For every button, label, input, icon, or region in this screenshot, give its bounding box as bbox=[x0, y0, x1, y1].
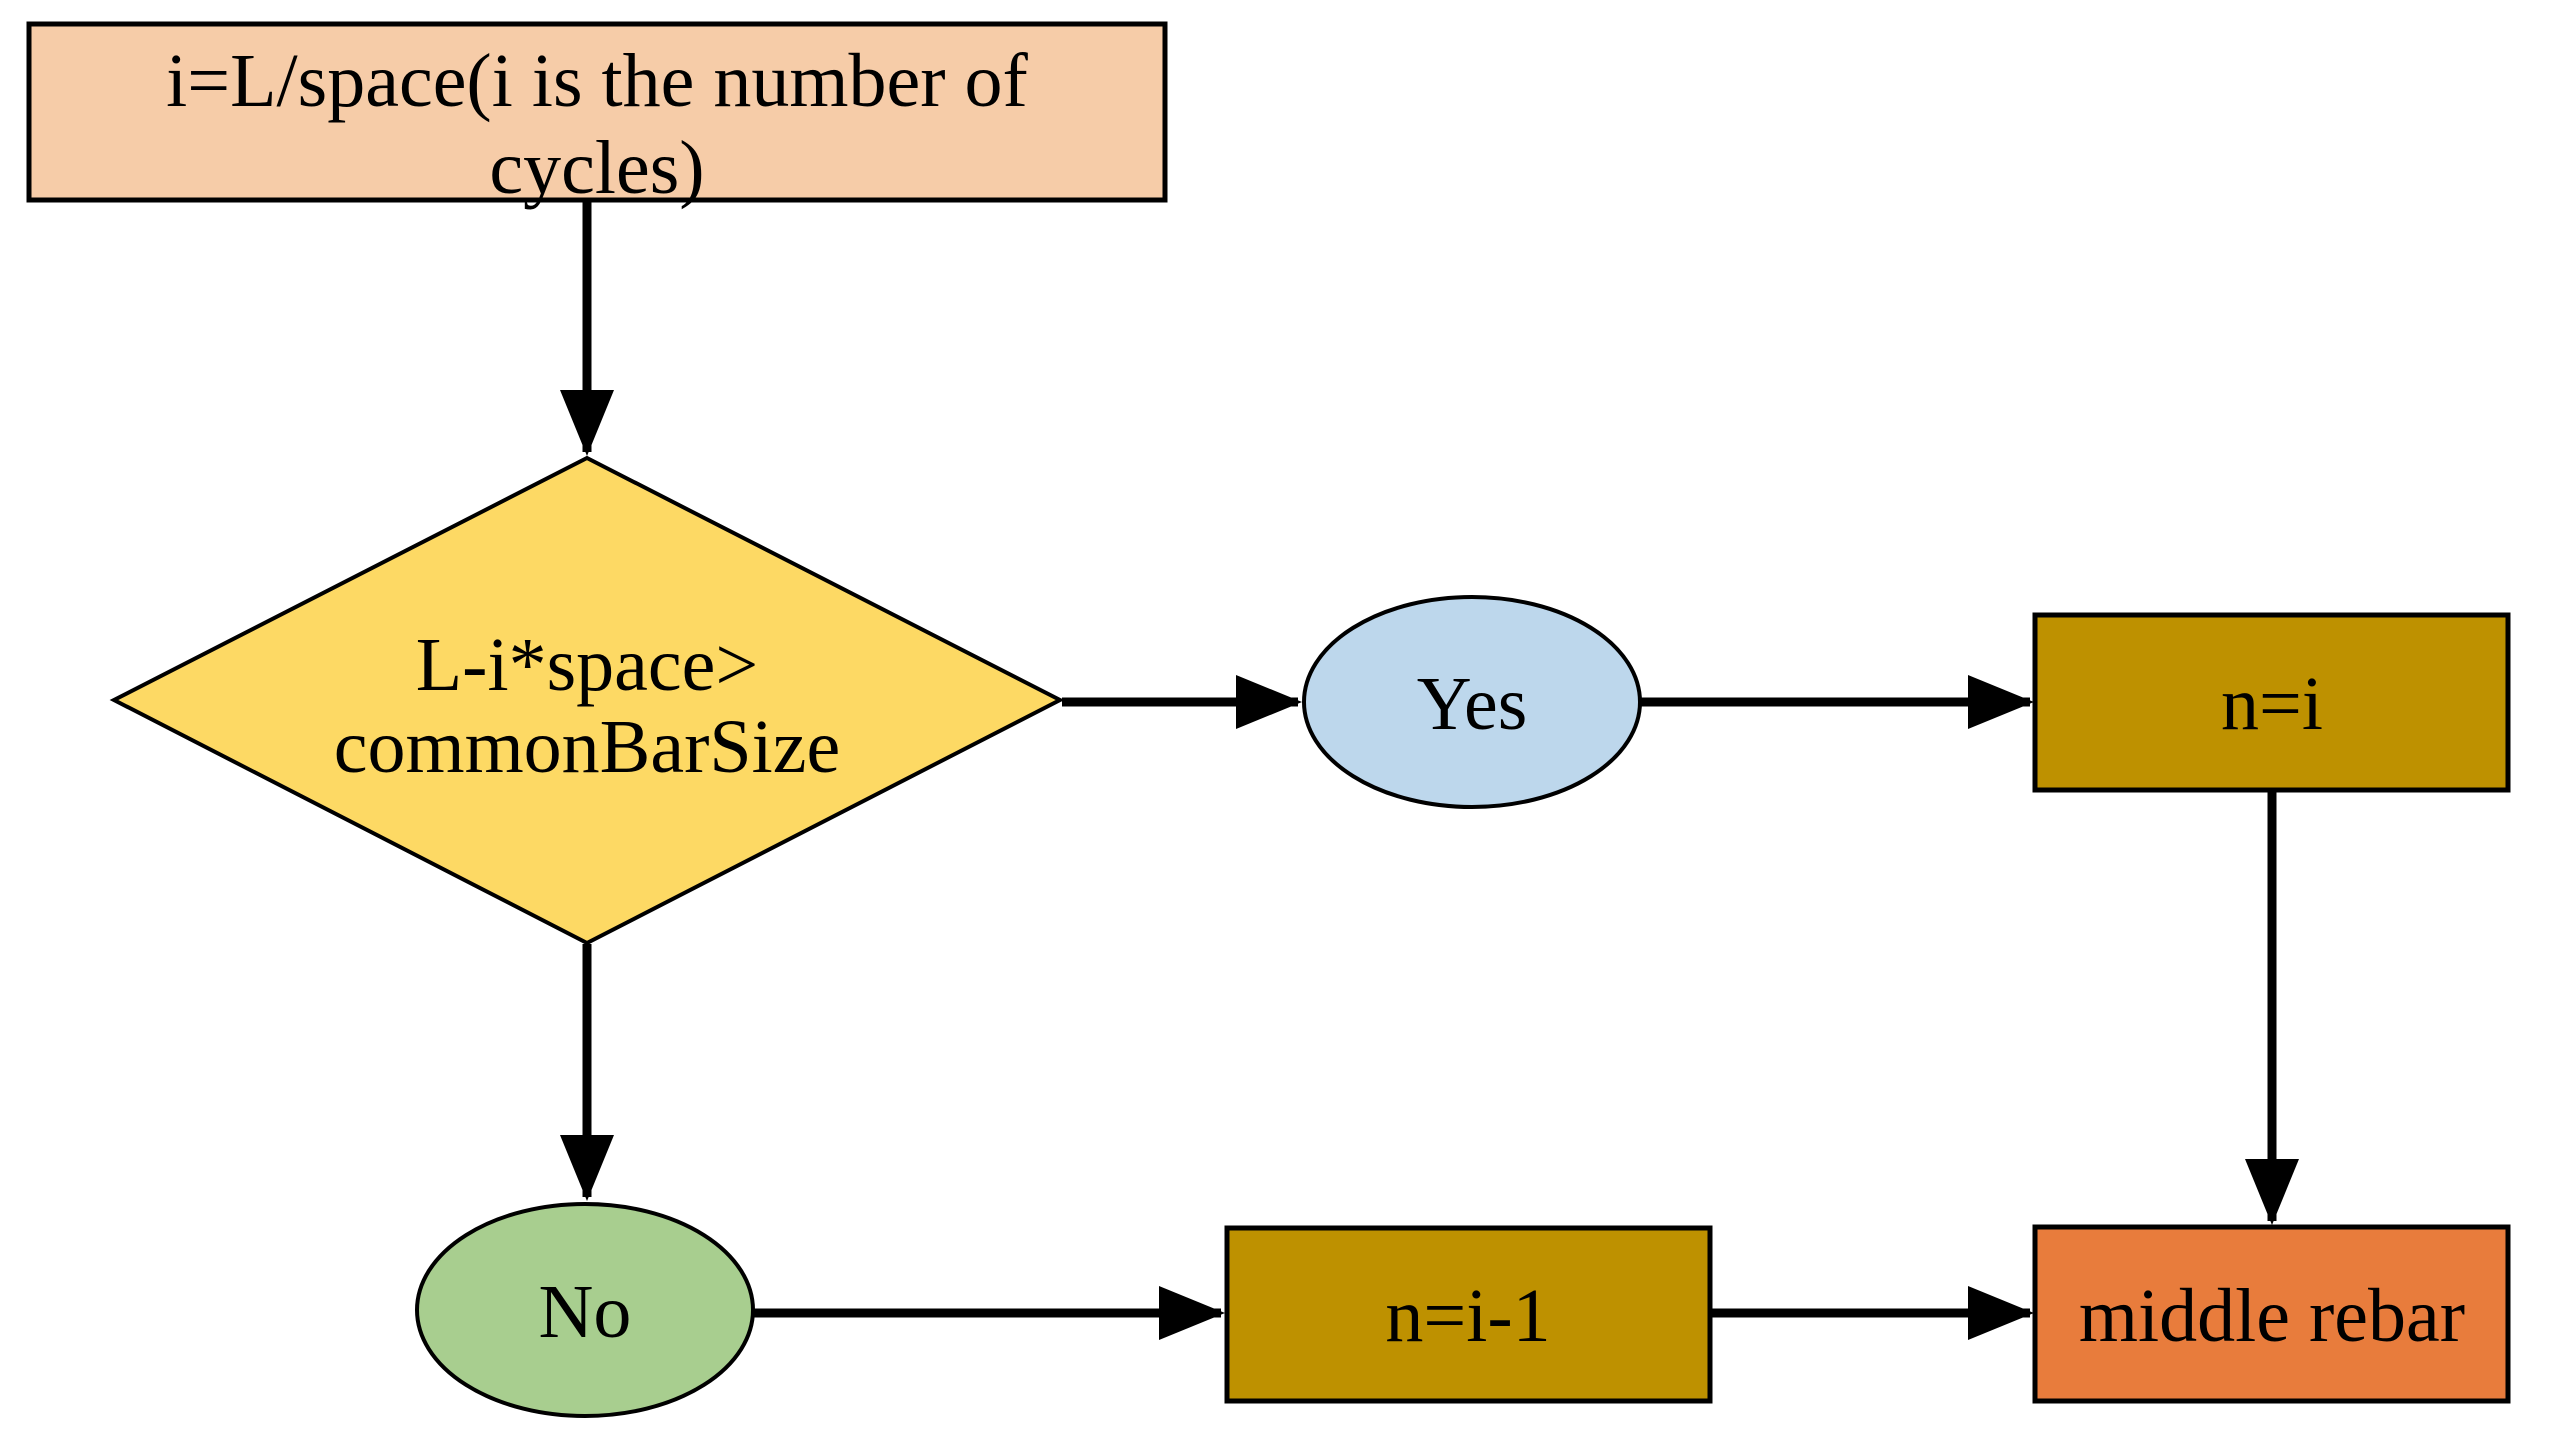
middle-rebar-node: middle rebar bbox=[2032, 1224, 2511, 1404]
decision-node-label-line1: L-i*space> bbox=[416, 623, 758, 707]
no-node-shape bbox=[415, 1202, 755, 1418]
yes-node: Yes bbox=[1302, 595, 1642, 809]
no-node: No bbox=[415, 1202, 755, 1418]
n-eq-i-node-shape bbox=[2032, 612, 2511, 793]
start-node-label-line2: cycles) bbox=[489, 126, 704, 210]
n-eq-i-minus-1-node: n=i-1 bbox=[1224, 1225, 1713, 1404]
flow-arrows bbox=[560, 200, 2299, 1340]
start-node-label-line1: i=L/space(i is the number of bbox=[166, 39, 1028, 123]
decision-node-shape bbox=[109, 455, 1065, 946]
decision-node-label-line2: commonBarSize bbox=[334, 705, 841, 789]
yes-node-label: Yes bbox=[1417, 662, 1528, 746]
n-eq-i-node-label: n=i bbox=[2221, 662, 2323, 746]
n-eq-i-minus-1-node-shape bbox=[1224, 1225, 1713, 1404]
decision-node: L-i*space> commonBarSize bbox=[109, 455, 1065, 946]
n-eq-i-minus-1-node-label: n=i-1 bbox=[1385, 1274, 1550, 1358]
middle-rebar-node-label: middle rebar bbox=[2079, 1274, 2465, 1358]
yes-node-shape bbox=[1302, 595, 1642, 809]
start-node: i=L/space(i is the number of cycles) bbox=[26, 21, 1168, 210]
no-node-label: No bbox=[539, 1270, 632, 1354]
n-eq-i-node: n=i bbox=[2032, 612, 2511, 793]
start-node-shape bbox=[26, 21, 1168, 203]
middle-rebar-node-shape bbox=[2032, 1224, 2511, 1404]
